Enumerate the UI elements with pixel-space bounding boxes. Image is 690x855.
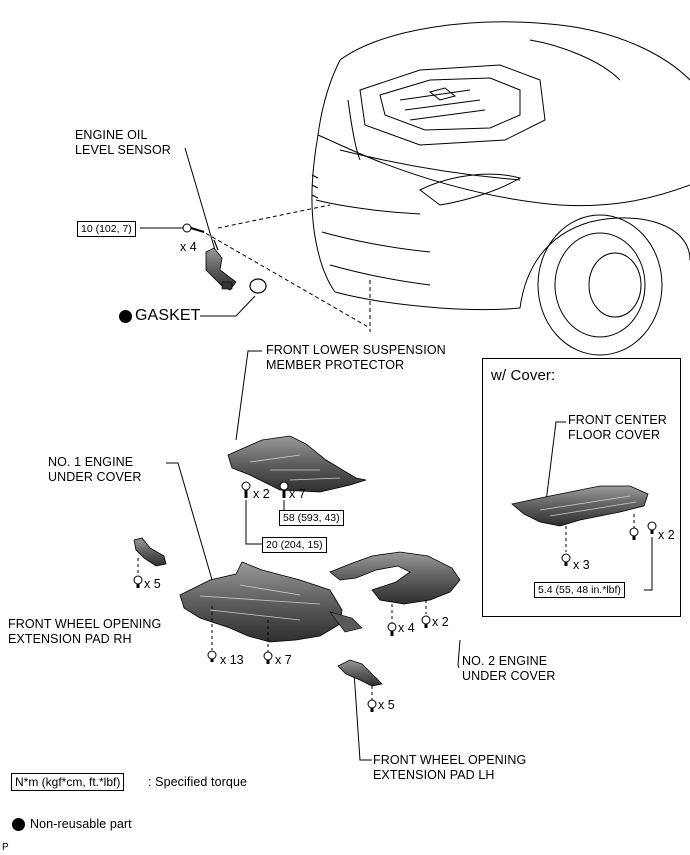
corner-mark: P bbox=[2, 842, 9, 853]
label-line: FRONT WHEEL OPENING bbox=[373, 753, 527, 767]
label-front-wheel-opening-extension-pad-rh: FRONT WHEEL OPENING EXTENSION PAD RH bbox=[8, 617, 161, 647]
label-line: EXTENSION PAD RH bbox=[8, 632, 132, 646]
pad-lh-screw bbox=[367, 686, 377, 712]
qty-pad-lh-screws: x 5 bbox=[378, 698, 395, 712]
torque-box-sensor: 10 (102, 7) bbox=[77, 221, 136, 237]
front-wheel-opening-extension-pad-lh-part bbox=[337, 659, 383, 687]
pad-rh-screw bbox=[133, 558, 143, 588]
label-no2-engine-under-cover: NO. 2 ENGINE UNDER COVER bbox=[462, 654, 555, 684]
label-line: LEVEL SENSOR bbox=[75, 143, 171, 157]
no2-engine-under-cover-part bbox=[329, 551, 461, 605]
qty-no1-cover-bolts: x 7 bbox=[275, 653, 292, 667]
vehicle-front-illustration bbox=[311, 21, 690, 356]
torque-box-protector-b: 20 (204, 15) bbox=[262, 537, 327, 553]
label-line: EXTENSION PAD LH bbox=[373, 768, 495, 782]
qty-protector-bolts-a: x 2 bbox=[253, 487, 270, 501]
label-line: MEMBER PROTECTOR bbox=[266, 358, 405, 372]
label-front-lower-suspension-member-protector: FRONT LOWER SUSPENSION MEMBER PROTECTOR bbox=[266, 343, 446, 373]
label-front-center-floor-cover: FRONT CENTER FLOOR COVER bbox=[568, 413, 667, 443]
front-center-floor-cover-part bbox=[511, 485, 649, 527]
no2-cover-fasteners bbox=[387, 600, 431, 636]
gasket-ring bbox=[249, 278, 267, 294]
qty-no1-cover-clips: x 13 bbox=[220, 653, 244, 667]
front-wheel-opening-extension-pad-rh-part bbox=[133, 537, 167, 567]
label-line: UNDER COVER bbox=[462, 669, 556, 683]
engine-oil-level-sensor-part bbox=[205, 239, 237, 291]
qty-no2-cover-bolts-a: x 4 bbox=[398, 621, 415, 635]
no1-engine-under-cover-part bbox=[179, 561, 343, 643]
leader-lines bbox=[140, 147, 653, 761]
label-gasket: GASKET bbox=[135, 307, 201, 324]
label-line: FRONT CENTER bbox=[568, 413, 667, 427]
qty-floor-cover-clips: x 3 bbox=[573, 558, 590, 572]
legend-torque-unit-box: N*m (kgf*cm, ft.*lbf) bbox=[11, 773, 125, 791]
no1-cover-fasteners bbox=[207, 606, 273, 664]
label-line: ENGINE OIL bbox=[75, 128, 148, 142]
sensor-bolt bbox=[182, 223, 205, 233]
legend-non-reusable-text: Non-reusable part bbox=[30, 817, 132, 831]
legend-torque-description: : Specified torque bbox=[148, 775, 248, 789]
label-front-wheel-opening-extension-pad-lh: FRONT WHEEL OPENING EXTENSION PAD LH bbox=[373, 753, 526, 783]
qty-floor-cover-bolts: x 2 bbox=[658, 528, 675, 542]
torque-box-protector-a: 58 (593, 43) bbox=[279, 510, 344, 526]
label-no1-engine-under-cover: NO. 1 ENGINE UNDER COVER bbox=[48, 455, 141, 485]
label-line: FRONT WHEEL OPENING bbox=[8, 617, 162, 631]
qty-sensor-bolts: x 4 bbox=[180, 240, 197, 254]
label-line: FLOOR COVER bbox=[568, 428, 661, 442]
label-engine-oil-level-sensor: ENGINE OIL LEVEL SENSOR bbox=[75, 128, 171, 158]
label-line: UNDER COVER bbox=[48, 470, 142, 484]
label-with-cover-title: w/ Cover: bbox=[491, 367, 556, 384]
non-reusable-marker-icon bbox=[119, 310, 132, 323]
legend-non-reusable-icon bbox=[12, 818, 25, 831]
label-line: FRONT LOWER SUSPENSION bbox=[266, 343, 446, 357]
qty-pad-rh-screws: x 5 bbox=[144, 577, 161, 591]
label-line: NO. 1 ENGINE bbox=[48, 455, 134, 469]
qty-no2-cover-bolts-b: x 2 bbox=[432, 615, 449, 629]
protector-fasteners bbox=[241, 481, 289, 498]
floor-cover-fasteners bbox=[561, 514, 657, 566]
label-line: NO. 2 ENGINE bbox=[462, 654, 548, 668]
qty-protector-bolts-b: x 7 bbox=[289, 487, 306, 501]
torque-box-floor-cover: 5.4 (55, 48 in.*lbf) bbox=[534, 582, 625, 598]
with-cover-panel bbox=[482, 358, 681, 617]
